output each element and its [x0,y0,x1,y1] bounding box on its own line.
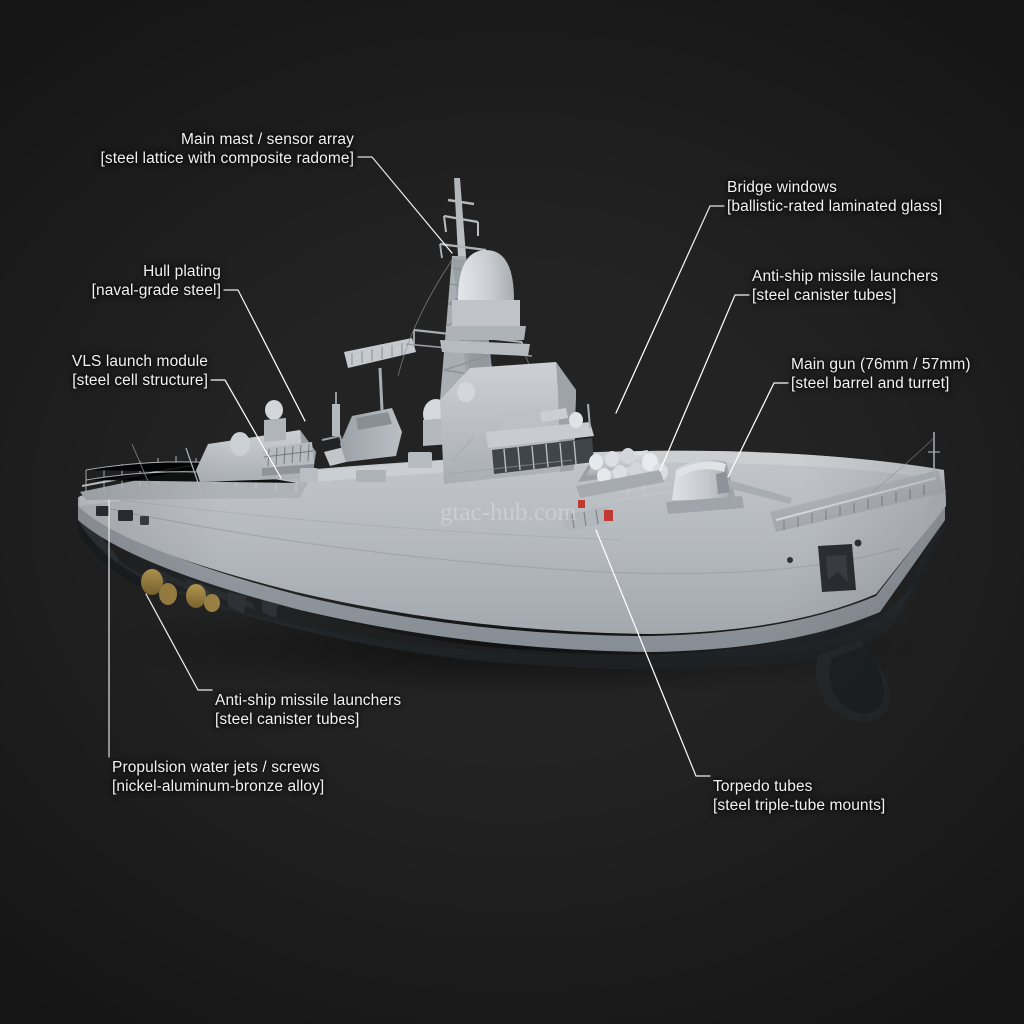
leader-line-bridge-windows [615,205,725,414]
leader-line-anti-ship-missile-launchers-lower [145,593,213,691]
annotation-main-gun: Main gun (76mm / 57mm) [steel barrel and … [791,355,971,393]
annotation-title: Anti-ship missile launchers [215,692,402,709]
annotation-material: [steel canister tubes] [752,287,897,304]
anti-ship-missile-launchers [576,448,668,498]
annotation-material: [ballistic-rated laminated glass] [727,198,943,215]
vls-launch-module [262,442,314,476]
propulsion-screws [141,566,278,618]
forward-superstructure [440,362,594,484]
leader-line-main-gun [727,382,789,478]
leader-line-vls-launch-module [210,379,282,479]
watermark-on-hull: gtac-hub.com [440,499,577,526]
annotation-torpedo-tubes: Torpedo tubes [steel triple-tube mounts] [713,777,885,815]
bridge-windows [492,438,594,474]
annotation-title: Anti-ship missile launchers [752,268,939,285]
leader-line-main-mast [357,156,453,254]
composite-radome [446,250,526,340]
annotation-title: Main mast / sensor array [181,131,354,148]
annotation-anti-ship-missile-launchers-upper: Anti-ship missile launchers [steel canist… [752,267,938,305]
annotation-main-mast: Main mast / sensor array [steel lattice w… [0,130,354,168]
annotation-material: [nickel-aluminum-bronze alloy] [112,778,325,795]
annotation-title: Torpedo tubes [713,778,813,795]
leader-line-anti-ship-missile-launchers-upper [659,294,750,472]
annotation-propulsion-water-jets: Propulsion water jets / screws [nickel-al… [112,758,324,796]
lower-hull [78,508,945,722]
annotation-material: [steel lattice with composite radome] [100,150,354,167]
main-gun-turret [666,459,792,514]
annotation-bridge-windows: Bridge windows [ballistic-rated laminated… [727,178,942,216]
annotation-title: Hull plating [143,263,221,280]
annotation-material: [steel canister tubes] [215,711,360,728]
annotation-material: [steel barrel and turret] [791,375,950,392]
annotation-title: VLS launch module [71,353,208,370]
annotation-hull-plating: Hull plating [naval-grade steel] [0,262,221,300]
annotation-title: Propulsion water jets / screws [112,759,321,776]
planar-radar-array [344,338,416,411]
leader-line-hull-plating [223,289,306,422]
annotation-material: [steel cell structure] [72,372,208,389]
deck-and-rails [770,432,946,532]
annotation-material: [steel triple-tube mounts] [713,797,886,814]
annotation-material: [naval-grade steel] [91,282,221,299]
annotation-title: Main gun (76mm / 57mm) [791,356,971,373]
annotation-title: Bridge windows [727,179,837,196]
anchor-recess [818,544,856,592]
annotation-vls-launch-module: VLS launch module [steel cell structure] [0,352,208,390]
leader-line-torpedo-tubes [595,529,711,777]
annotation-anti-ship-missile-launchers-lower: Anti-ship missile launchers [steel canist… [215,691,401,729]
